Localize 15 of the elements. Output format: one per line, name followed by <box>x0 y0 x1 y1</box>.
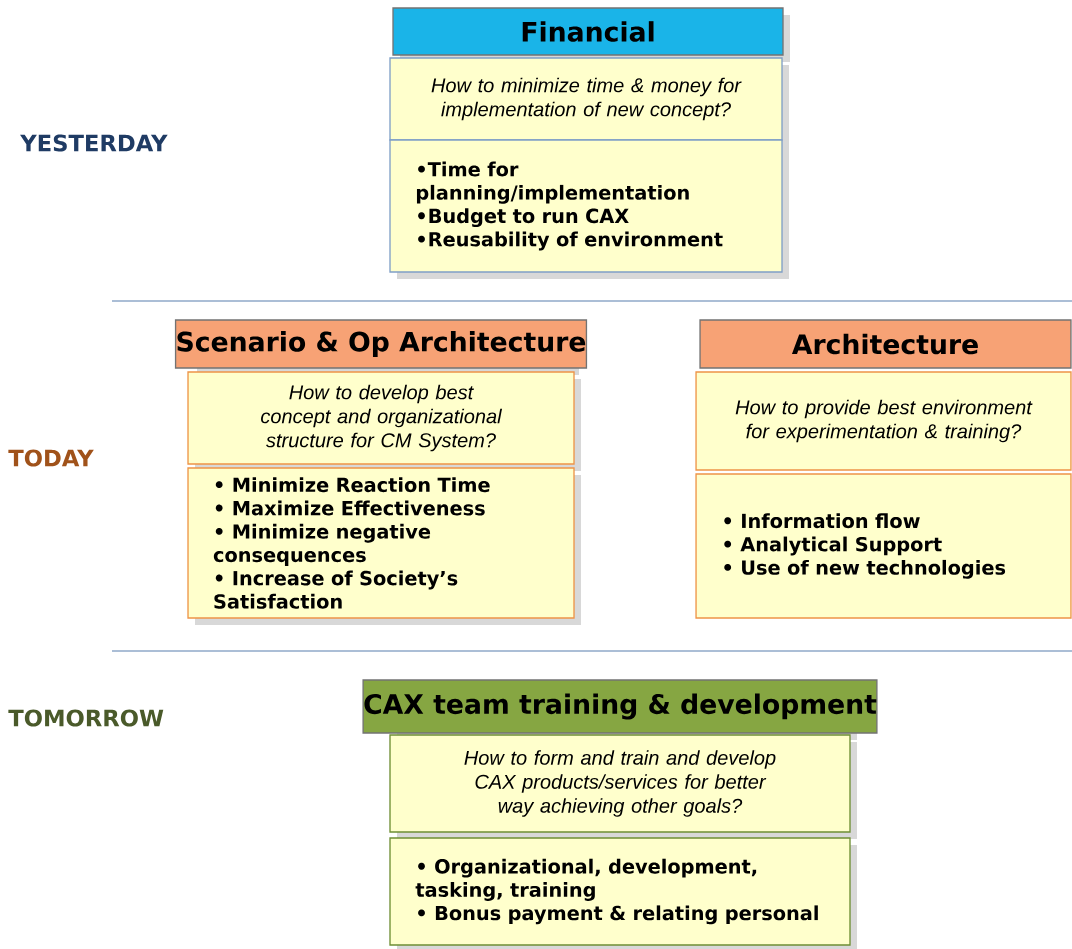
question-box: How to provide best environment for experimentation & training? <box>695 371 1072 471</box>
bullet-list-box: • Organizational, development, tasking, training • Bonus payment & relating personal <box>389 837 857 949</box>
heading-tab: CAX team training & development <box>362 679 878 740</box>
question-box: How to form and train and develop CAX products/services for better way achieving other goals? <box>389 734 857 839</box>
row-label: YESTERDAY <box>20 134 168 152</box>
row-label: TODAY <box>8 449 94 467</box>
bullet-list-box: • Minimize Reaction Time • Maximize Effectiveness • Minimize negative consequences • Increase of Society’s Satisfaction <box>187 467 581 625</box>
heading-tab: Financial <box>392 7 790 62</box>
bullet-list-box: •Time for planning/implementation •Budget to run CAX •Reusability of environment <box>389 139 789 279</box>
question-box: How to develop best concept and organizational structure for CM System? <box>187 371 581 471</box>
heading-tab: Scenario & Op Architecture <box>174 319 588 375</box>
question-box: How to minimize time & money for implementation of new concept? <box>389 57 789 147</box>
bullet-list-box: • Information flow • Analytical Support • Use of new technologies <box>695 473 1072 619</box>
heading-tab: Architecture <box>699 319 1072 369</box>
row-label: TOMORROW <box>8 709 164 727</box>
